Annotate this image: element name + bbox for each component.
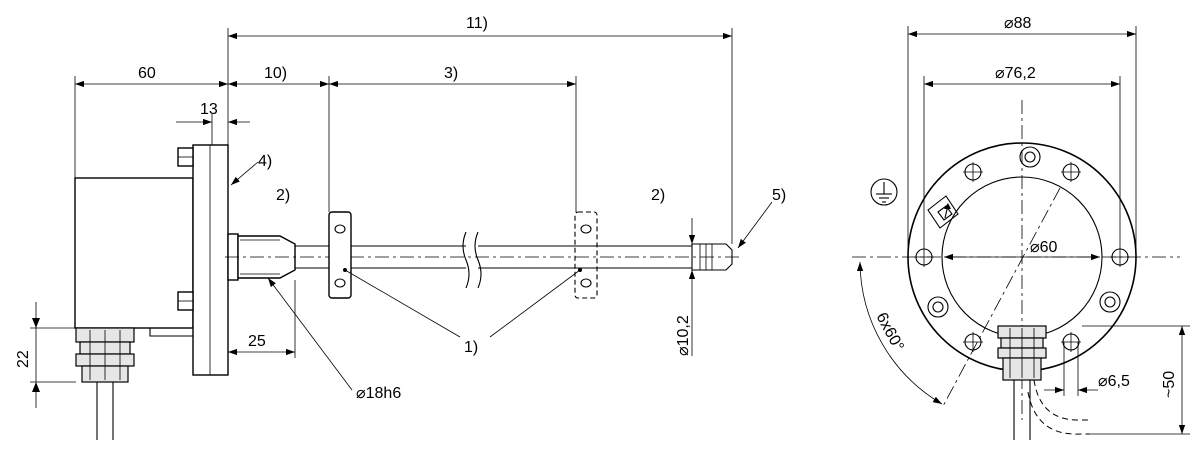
label-neck-length: 25 — [248, 333, 266, 350]
label-flange-thickness: 13 — [200, 101, 218, 118]
front-view: ⌀88 ⌀76,2 ⌀60 ⌀6,5 ~50 6x60° — [852, 15, 1190, 440]
cable-gland-side — [75, 327, 135, 383]
front-extension-lines — [907, 26, 1190, 435]
mounting-screw — [1099, 291, 1121, 313]
mounting-screws — [927, 146, 1121, 318]
clamp-collar-left — [328, 211, 352, 299]
label-note-1: 1) — [464, 339, 478, 356]
bolt-hole — [914, 247, 934, 267]
label-probe-diameter: ⌀10,2 — [675, 315, 692, 356]
label-housing-width: 60 — [138, 65, 156, 82]
label-hole-pattern: 6x60° — [872, 310, 906, 354]
side-extension-lines — [30, 28, 733, 383]
clamp-collar-right — [574, 211, 598, 299]
probe-rod — [295, 231, 733, 289]
cable-gland-front — [997, 325, 1047, 381]
sensor-housing — [74, 177, 194, 329]
bolt-hole — [963, 162, 983, 182]
label-note-5: 5) — [772, 187, 786, 204]
ground-symbol-icon — [870, 178, 898, 206]
dim-arc-hole-pattern — [856, 261, 943, 405]
label-outer-diameter: ⌀88 — [1004, 15, 1032, 32]
cable-side — [96, 382, 114, 440]
mounting-screw — [1019, 146, 1041, 168]
label-note-2-right: 2) — [651, 187, 665, 204]
label-clamp-range: 3) — [444, 65, 458, 82]
label-gland-height: 22 — [15, 350, 32, 368]
mounting-screw — [927, 296, 949, 318]
side-view: 11) 60 10) 3) 13 25 ⌀18h6 ⌀10,2 22 4) 2)… — [15, 15, 786, 440]
label-note-2-left: 2) — [276, 187, 290, 204]
label-overall-length: 11) — [466, 15, 488, 32]
flange-bolt-top — [177, 147, 194, 167]
cable-front — [1013, 379, 1090, 440]
bolt-hole — [1061, 162, 1081, 182]
ground-terminal — [927, 195, 959, 229]
label-bolt-circle-diameter: ⌀76,2 — [995, 65, 1036, 82]
label-neck-diameter: ⌀18h6 — [356, 385, 401, 402]
label-inner-diameter: ⌀60 — [1030, 239, 1058, 256]
bolt-hole — [1110, 247, 1130, 267]
label-cable-offset: ~50 — [1161, 371, 1178, 398]
diagonal-axis — [941, 187, 1061, 409]
label-hole-diameter: ⌀6,5 — [1098, 373, 1130, 390]
housing-bottom-step — [149, 328, 193, 337]
leader-lines-side — [230, 161, 773, 391]
label-note-4: 4) — [258, 153, 272, 170]
mounting-flange — [192, 144, 229, 376]
bolt-hole — [963, 332, 983, 352]
label-insertion-offset: 10) — [264, 65, 287, 82]
flange-bolt-bottom — [177, 291, 194, 311]
